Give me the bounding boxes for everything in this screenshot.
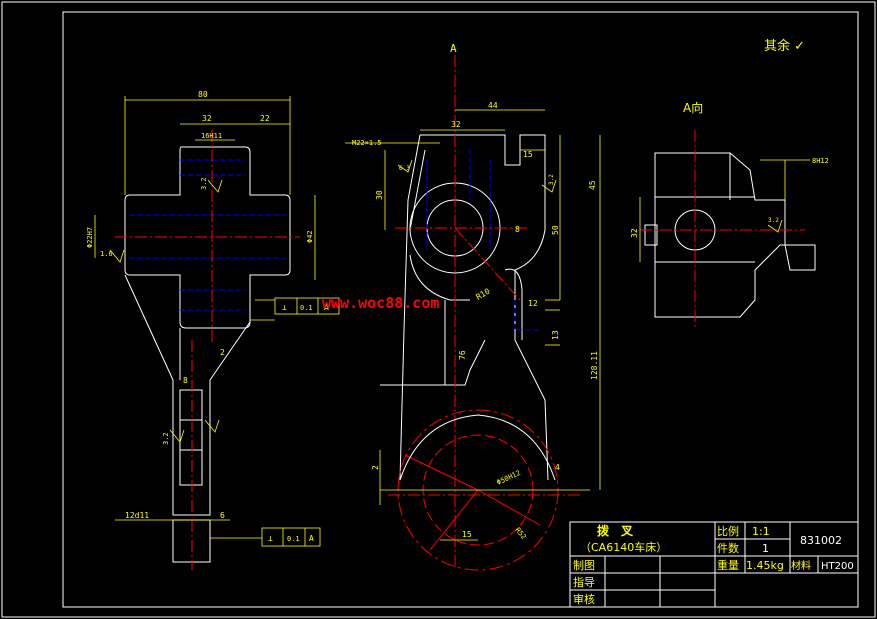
- scale-value: 1:1: [752, 525, 770, 538]
- dim-phi42: Φ42: [306, 230, 314, 243]
- dim-45: 45: [588, 180, 597, 190]
- dim-15: 15: [523, 150, 533, 159]
- right-view: [644, 152, 816, 318]
- main-dim-lines: [345, 109, 601, 541]
- main-hidden-lines: [426, 150, 540, 331]
- dim-16h11: 16H11: [201, 132, 222, 140]
- tol-value-1: 0.1: [300, 304, 313, 312]
- dim-8: 8: [183, 376, 188, 385]
- machine-name: （CA6140车床）: [580, 540, 667, 554]
- roughness-note: 其余 ✓: [764, 38, 805, 54]
- dim-15-main: 15: [462, 530, 472, 539]
- dim-30: 30: [375, 190, 384, 200]
- left-dim-lines: [94, 96, 340, 547]
- fork-outline: [399, 414, 556, 481]
- ra-6-3-main: 6.3: [399, 165, 410, 172]
- drawing-number: 831002: [800, 534, 842, 547]
- title-block-text: 拨 叉 （CA6140车床） 比例 1:1 件数 1 831002 重量 1.4…: [573, 523, 854, 606]
- ra-3-2-right: 3.2: [768, 217, 779, 224]
- right-dim-text: A向 8H12 32 3.2: [630, 100, 829, 238]
- tol-datum-1: A: [324, 303, 329, 312]
- ra-1-6: 1.6: [100, 250, 113, 258]
- dim-13: 13: [551, 330, 560, 340]
- left-dim-text: 80 32 22 16H11 Φ22H7 Φ42 2 8 12d11 6 1.6…: [86, 90, 329, 543]
- ra-3-2-stem: 3.2: [162, 432, 170, 445]
- dim-22: 22: [260, 114, 270, 123]
- dim-12-main: 12: [528, 299, 538, 308]
- dim-r10: R10: [475, 287, 492, 302]
- dim-12d11: 12d11: [125, 511, 149, 520]
- part-name: 拨 叉: [597, 523, 634, 538]
- dim-2-main: 2: [371, 465, 380, 470]
- main-centerlines: [388, 55, 580, 570]
- dim-8-main: 8: [515, 225, 520, 234]
- tol-value-2: 0.1: [287, 535, 300, 543]
- reviewed-by-label: 审核: [573, 592, 595, 606]
- scale-label: 比例: [717, 524, 739, 538]
- tol-datum-2: A: [309, 534, 314, 543]
- dim-6: 6: [220, 511, 225, 520]
- dim-2: 2: [220, 348, 225, 357]
- watermark: www.woc88.com: [322, 294, 439, 312]
- ra-3-2-main: 3.2: [548, 174, 555, 185]
- dim-32-main: 32: [451, 120, 461, 129]
- dim-r52: R52: [513, 526, 527, 541]
- dim-128: 128.11: [590, 351, 599, 380]
- dim-phi22h7: Φ22H7: [86, 227, 94, 248]
- guided-by-label: 指导: [573, 575, 595, 589]
- dim-m22: M22×1.5: [352, 139, 382, 147]
- right-dim-lines: [639, 159, 810, 262]
- dim-76: 76: [458, 350, 467, 360]
- dim-44: 44: [488, 101, 498, 110]
- left-view: [124, 146, 291, 563]
- drawn-by-label: 制图: [573, 559, 595, 572]
- tol-symbol-2: ⊥: [268, 534, 273, 543]
- qty-label: 件数: [717, 542, 739, 555]
- weight-label: 重量: [717, 558, 739, 572]
- right-centerlines: [640, 130, 805, 330]
- material-label: 材料: [791, 559, 811, 572]
- dim-phi50h12: Φ50H12: [495, 469, 521, 487]
- section-label-a: A: [450, 42, 457, 55]
- ra-3-2-left: 3.2: [200, 177, 208, 190]
- tol-symbol-1: ⊥: [282, 303, 287, 312]
- dim-80: 80: [198, 90, 208, 99]
- material-value: HT200: [821, 561, 854, 572]
- view-label-a: A向: [683, 100, 703, 115]
- title-block: [569, 521, 859, 608]
- dim-50: 50: [551, 225, 560, 235]
- dim-8h12: 8H12: [812, 157, 829, 165]
- main-dim-text: A 44 32 M22×1.5 15 30 45 50 8 12 13 128.…: [352, 42, 599, 541]
- dim-4: 4: [555, 463, 560, 472]
- dim-32-right: 32: [630, 228, 639, 238]
- inner-border: [62, 11, 859, 608]
- weight-value: 1.45kg: [746, 559, 784, 572]
- dim-32: 32: [202, 114, 212, 123]
- left-centerlines: [115, 130, 300, 570]
- qty-value: 1: [762, 542, 769, 555]
